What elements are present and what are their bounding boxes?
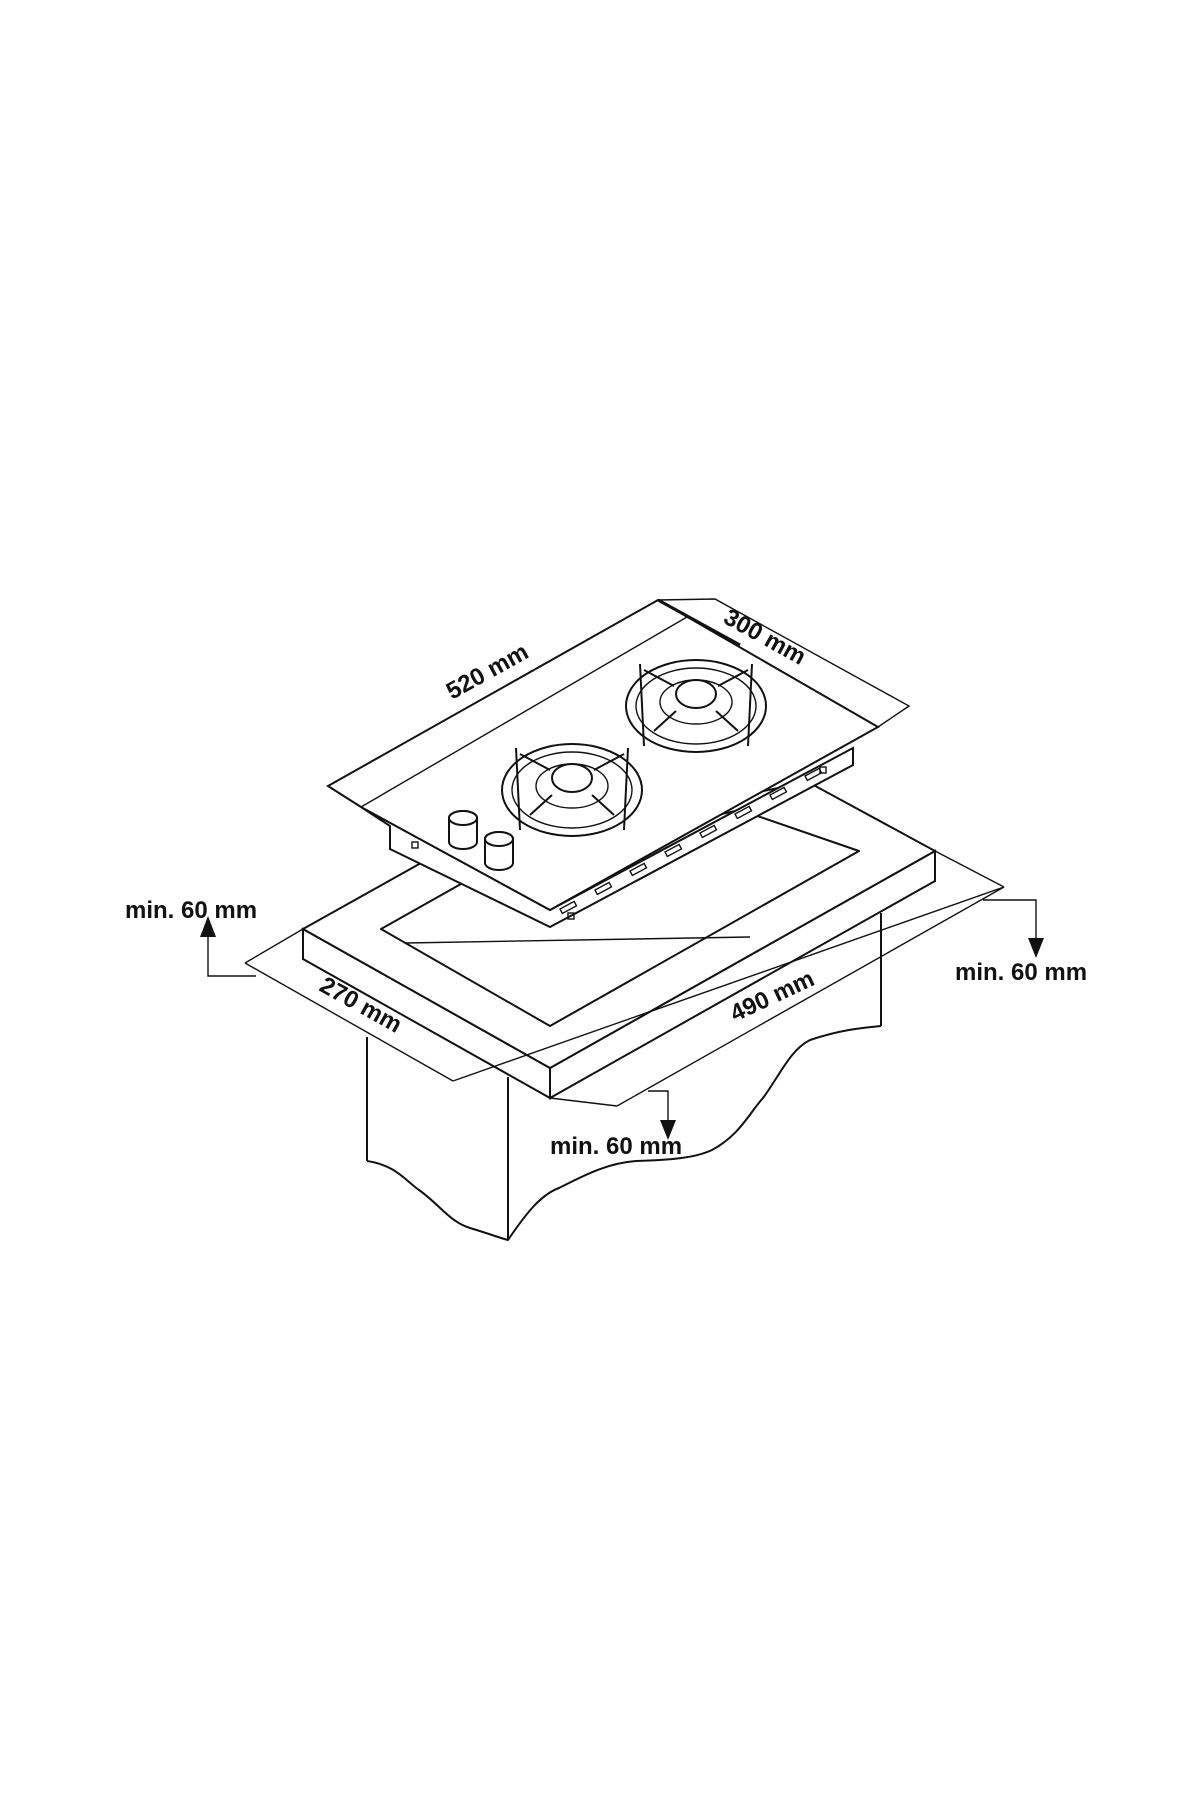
arrow-front-line [648, 1090, 669, 1122]
dim-ext-line [549, 1097, 618, 1107]
glass-back-edge [657, 598, 741, 647]
dim-ext-line [934, 850, 1005, 888]
dim-ext-line [244, 928, 304, 964]
arrow-right-line [983, 899, 1037, 940]
dim-line-270 [244, 962, 454, 1082]
hob-body [360, 746, 854, 929]
dim-line-300 [657, 598, 911, 728]
cutout-inner-edge [405, 936, 751, 944]
arrow-up-icon [200, 916, 216, 937]
label-clearance-left: min. 60 mm [125, 897, 257, 924]
glass-edge [360, 616, 688, 808]
gas-hob [326, 598, 911, 929]
label-clearance-right: min. 60 mm [955, 959, 1087, 986]
arrow-down-icon [1028, 938, 1044, 958]
cabinet-cut-outline [366, 1025, 882, 1241]
control-knobs [448, 810, 514, 871]
label-clearance-front: min. 60 mm [550, 1133, 682, 1160]
dim-line-490-outer [616, 886, 1005, 1107]
cutout-dimension-lines [244, 850, 1005, 1107]
arrow-down-icon [660, 1120, 676, 1140]
clearance-arrows [200, 899, 1044, 1140]
dim-line-490 [452, 886, 1005, 1082]
burner-right [625, 659, 767, 753]
vent-slots [411, 766, 827, 920]
cabinet [366, 913, 882, 1241]
arrow-left-line [207, 935, 256, 977]
burner-left [501, 743, 643, 837]
